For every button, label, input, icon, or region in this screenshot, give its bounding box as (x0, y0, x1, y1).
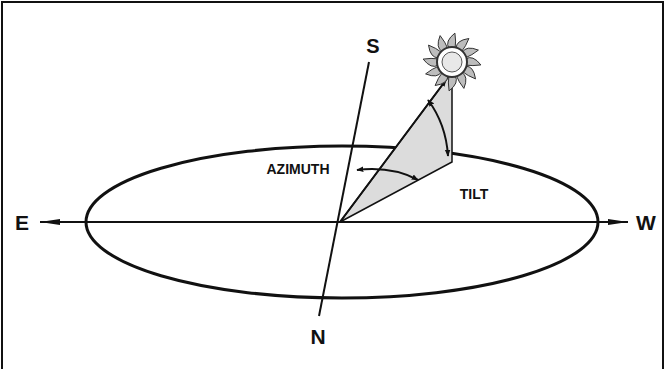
angle-label: AZIMUTH (265, 161, 332, 177)
azimuth-arc (357, 169, 418, 180)
axis-tip (40, 219, 60, 225)
north-south-axis (319, 62, 369, 316)
direction-letter: E (13, 211, 31, 234)
axis-tip (608, 219, 628, 225)
sun-symbol (423, 33, 481, 91)
direction-letter: S (364, 35, 381, 57)
tilt-arc (428, 100, 448, 156)
east-west-axis (40, 221, 628, 223)
angle-triangle (340, 72, 452, 222)
direction-letter: N (308, 325, 327, 348)
angle-label: TILT (458, 186, 491, 202)
direction-letter: W (634, 211, 658, 234)
